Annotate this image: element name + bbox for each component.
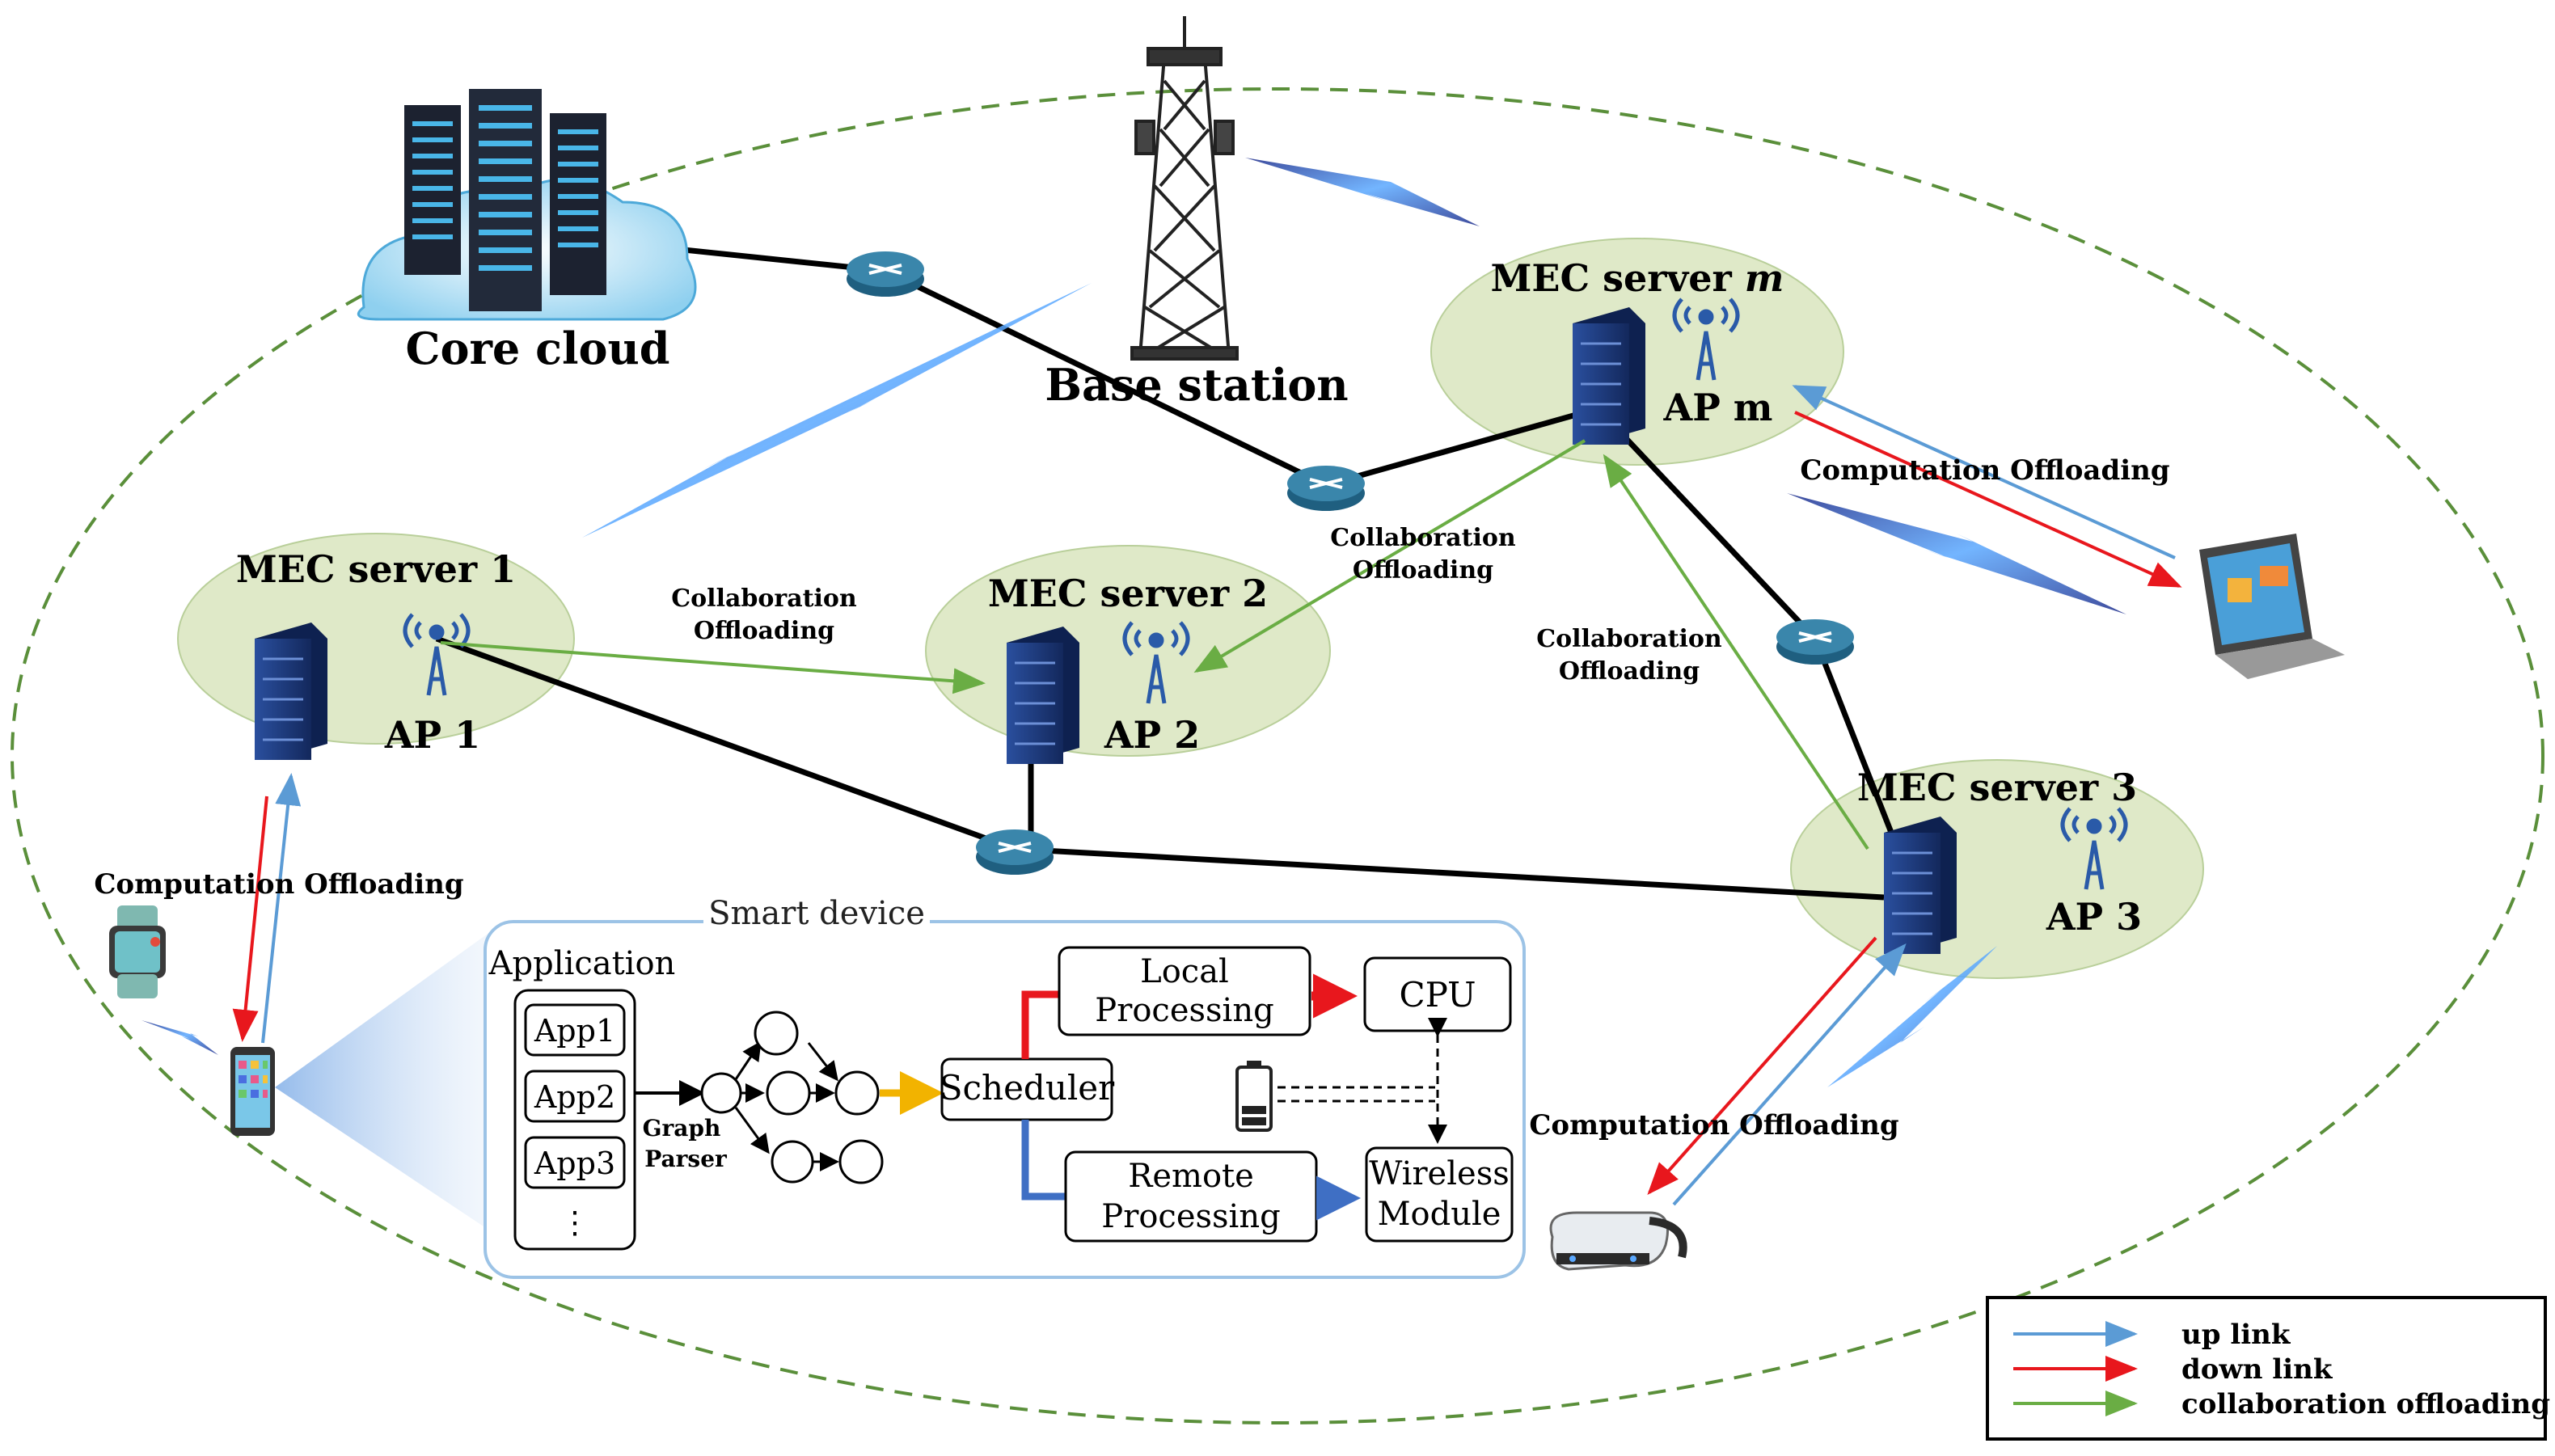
- battery-icon: [1235, 1061, 1273, 1132]
- down-link-arrow: [1794, 411, 2182, 588]
- base-station-label: Base station: [1045, 359, 1348, 411]
- app-label-1: App1: [534, 1013, 615, 1049]
- server-rack-icon: [1007, 627, 1079, 764]
- legend-up-label: up link: [2181, 1319, 2291, 1351]
- collaboration-arrow: [1193, 439, 1586, 673]
- collab-label-2a: Collaboration: [1330, 524, 1516, 552]
- zoom-fan: [275, 930, 493, 1233]
- core-cloud-label: Core cloud: [405, 323, 669, 374]
- antenna-icon: [403, 613, 471, 696]
- ap-3-label: AP 3: [2046, 895, 2142, 939]
- up-link-arrow: [1792, 385, 2176, 559]
- collab-label-3b: Offloading: [1559, 657, 1700, 686]
- app-label-3: App3: [534, 1146, 615, 1181]
- server-rack-icon: [1573, 307, 1645, 445]
- server-rack-icon: [1884, 817, 1957, 954]
- router-icon: [1776, 619, 1854, 665]
- coverage-area: [11, 87, 2544, 1424]
- application-label: Application: [488, 945, 676, 982]
- wireless-bolt-icon: [1245, 158, 1480, 226]
- up-link-arrow: [1672, 943, 1907, 1206]
- wireless-bolt-icon: [141, 1020, 218, 1055]
- local-processing-label-1: Local: [1140, 953, 1229, 990]
- remote-processing-label-1: Remote: [1128, 1158, 1254, 1195]
- collab-label-1a: Collaboration: [671, 585, 857, 613]
- down-link-arrow: [232, 796, 268, 1042]
- graph-parser-label-1: Graph: [643, 1115, 721, 1142]
- app-item: [524, 1136, 626, 1189]
- app-item: [524, 1070, 626, 1123]
- wireless-bolt-icon: [1787, 493, 2126, 614]
- antenna-icon: [2060, 807, 2128, 890]
- down-link-arrow: [1647, 936, 1877, 1195]
- legend-collab-label: collaboration offloading: [2181, 1388, 2550, 1420]
- server-rack-icon: [255, 622, 327, 760]
- power-lines: [1278, 1018, 1447, 1144]
- vr-headset-icon: [1549, 1211, 1687, 1271]
- antenna-icon: [1672, 298, 1740, 381]
- mec-server-2-label: MEC server 2: [988, 572, 1268, 615]
- computation-offloading-label-right: Computation Offloading: [1800, 454, 2169, 487]
- local-path: [1021, 990, 1059, 1059]
- router-icon: [1287, 466, 1365, 511]
- app-label-2: App2: [534, 1079, 615, 1115]
- local-processing-label-2: Processing: [1095, 992, 1273, 1029]
- app-label-more: ⋮: [560, 1205, 590, 1240]
- collaboration-arrow: [440, 641, 986, 694]
- mec-server-1-label: MEC server 1: [236, 547, 516, 591]
- smartwatch-icon: [109, 905, 166, 998]
- laptop-icon: [2199, 534, 2345, 679]
- mec-server-3-label: MEC server 3: [1857, 766, 2137, 809]
- computation-offloading-label-bottom: Computation Offloading: [1529, 1109, 1898, 1142]
- legend-down-label: down link: [2181, 1353, 2333, 1386]
- wireless-module-box: [1365, 1146, 1514, 1243]
- wireless-module-label-1: Wireless: [1369, 1155, 1510, 1192]
- wireless-bolt-icon: [582, 283, 1092, 538]
- router-icon: [847, 251, 924, 297]
- smart-device-title: Smart device: [708, 895, 925, 932]
- core-cloud-icon: [357, 89, 697, 321]
- remote-processing-label-2: Processing: [1101, 1198, 1280, 1235]
- graph-parser-label-2: Parser: [644, 1146, 728, 1172]
- wireless-bolt-icon: [1827, 946, 1997, 1087]
- mec-server-m-label: MEC server m: [1491, 256, 1784, 300]
- collab-label-3a: Collaboration: [1536, 625, 1722, 653]
- local-processing-box: [1058, 946, 1311, 1036]
- collab-label-2b: Offloading: [1353, 556, 1493, 585]
- ap-1-label: AP 1: [384, 713, 480, 757]
- remote-path: [1021, 1120, 1066, 1201]
- smart-device-title-bg: [703, 897, 930, 938]
- antenna-icon: [1122, 621, 1190, 704]
- ap-2-label: AP 2: [1104, 713, 1200, 757]
- up-link-arrow: [261, 773, 302, 1044]
- router-icon: [976, 829, 1054, 875]
- cpu-label: CPU: [1399, 975, 1476, 1015]
- base-station-tower-icon: [1130, 16, 1239, 361]
- computation-offloading-label-left: Computation Offloading: [94, 868, 463, 901]
- collaboration-arrow: [1603, 454, 1869, 850]
- scheduler-label: Scheduler: [940, 1068, 1115, 1108]
- ap-m-label: AP m: [1663, 386, 1773, 429]
- collab-label-1b: Offloading: [694, 617, 834, 645]
- app-item: [524, 1003, 626, 1057]
- wireless-module-label-2: Module: [1378, 1196, 1501, 1233]
- smartphone-icon: [230, 1047, 275, 1136]
- task-graph: [700, 1011, 884, 1184]
